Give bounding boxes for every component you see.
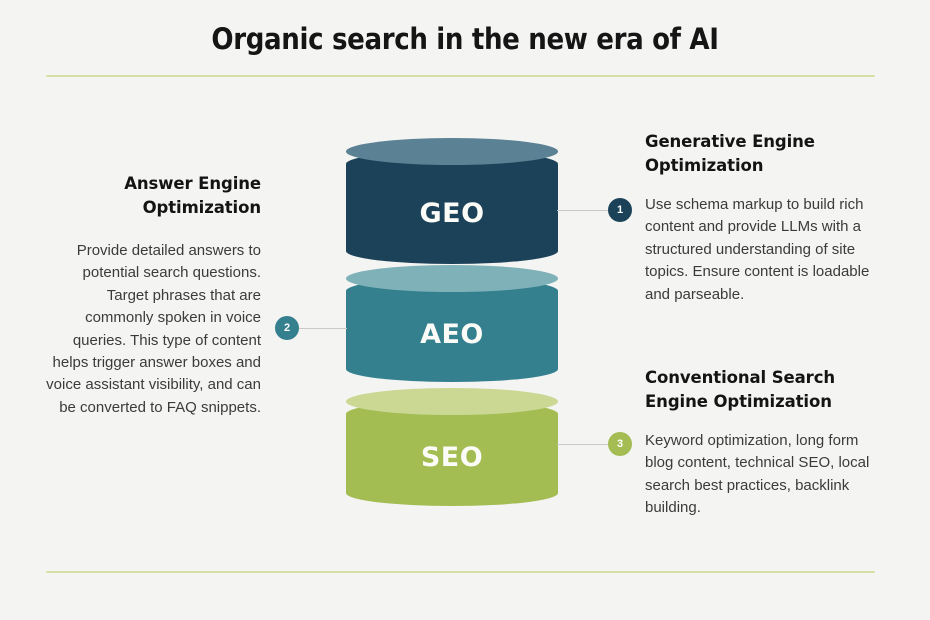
cylinder-geo-label: GEO (419, 198, 485, 229)
text-block-geo: Generative Engine Optimization Use schem… (645, 130, 877, 306)
text-block-aeo: Answer Engine Optimization Provide detai… (40, 172, 261, 419)
connector-line-seo (557, 444, 609, 445)
heading-generative-engine-optimization: Generative Engine Optimization (645, 132, 815, 175)
cylinder-seo[interactable]: SEO (346, 388, 558, 506)
cylinder-aeo[interactable]: AEO (346, 265, 558, 382)
page-title: Organic search in the new era of AI (211, 22, 719, 56)
cylinder-seo-body (346, 401, 558, 506)
cylinder-seo-top (346, 388, 558, 415)
heading-answer-engine-optimization: Answer Engine Optimization (124, 174, 261, 217)
badge-number-1: 1 (608, 198, 632, 222)
body-conventional-search-engine-optimization: Keyword optimization, long form blog con… (645, 432, 870, 517)
heading-conventional-search-engine-optimization: Conventional Search Engine Optimization (645, 368, 836, 411)
divider-bottom (46, 571, 875, 573)
connector-line-geo (557, 210, 609, 211)
divider-top (46, 75, 875, 77)
cylinder-geo[interactable]: GEO (346, 138, 558, 264)
cylinder-stack: GEO AEO SEO (346, 138, 558, 506)
body-generative-engine-optimization: Use schema markup to build rich content … (645, 196, 870, 303)
cylinder-geo-body (346, 151, 558, 264)
cylinder-seo-label: SEO (420, 442, 484, 473)
text-block-seo: Conventional Search Engine Optimization … (645, 366, 873, 520)
body-answer-engine-optimization: Provide detailed answers to potential se… (46, 242, 261, 416)
cylinder-aeo-label: AEO (420, 319, 484, 350)
connector-line-aeo (299, 328, 347, 329)
cylinder-aeo-top (346, 265, 558, 292)
badge-number-3: 3 (608, 432, 632, 456)
badge-number-2: 2 (275, 316, 299, 340)
cylinder-geo-top (346, 138, 558, 165)
cylinder-aeo-body (346, 278, 558, 382)
